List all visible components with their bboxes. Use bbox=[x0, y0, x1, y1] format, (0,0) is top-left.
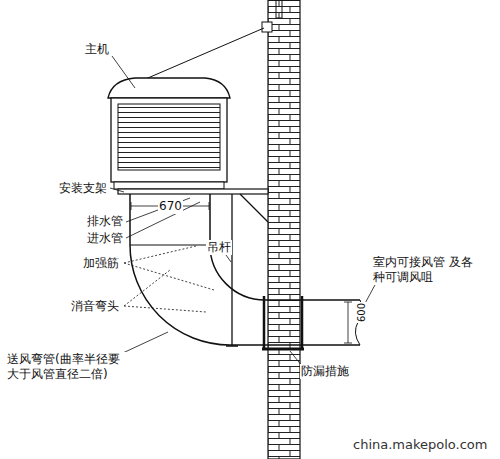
part-label: 吊杆 bbox=[206, 240, 232, 255]
part-label: 主机 bbox=[84, 42, 110, 57]
dimension: 670 bbox=[158, 199, 183, 214]
part-label: 安装支架 bbox=[58, 181, 108, 196]
part-label: 室内可接风管 及各种可调风咀 bbox=[372, 255, 482, 285]
watermark: china.makepolo.com bbox=[352, 437, 488, 452]
supply-elbow-duct bbox=[130, 194, 362, 349]
part-label: 加强筋 bbox=[82, 256, 120, 271]
mount-bracket bbox=[118, 189, 268, 194]
wall-pipe bbox=[276, 0, 282, 18]
dimension: 600 bbox=[354, 302, 369, 323]
cooler-unit bbox=[108, 78, 230, 189]
brick-wall bbox=[268, 0, 300, 459]
leader-lines bbox=[110, 56, 376, 366]
wall-anchor bbox=[262, 22, 272, 32]
part-label: 排水管 bbox=[86, 214, 124, 229]
part-label: 进水管 bbox=[86, 231, 124, 246]
bracket-brace bbox=[240, 194, 268, 222]
part-label: 消音弯头 bbox=[70, 299, 120, 314]
dimension-line bbox=[344, 302, 352, 343]
part-label: 防漏措施 bbox=[300, 364, 350, 379]
leak-seal bbox=[262, 348, 304, 351]
hanging-rod bbox=[226, 194, 238, 346]
part-label: 送风弯管(曲率半径要 大于风管直径二倍) bbox=[6, 352, 132, 382]
